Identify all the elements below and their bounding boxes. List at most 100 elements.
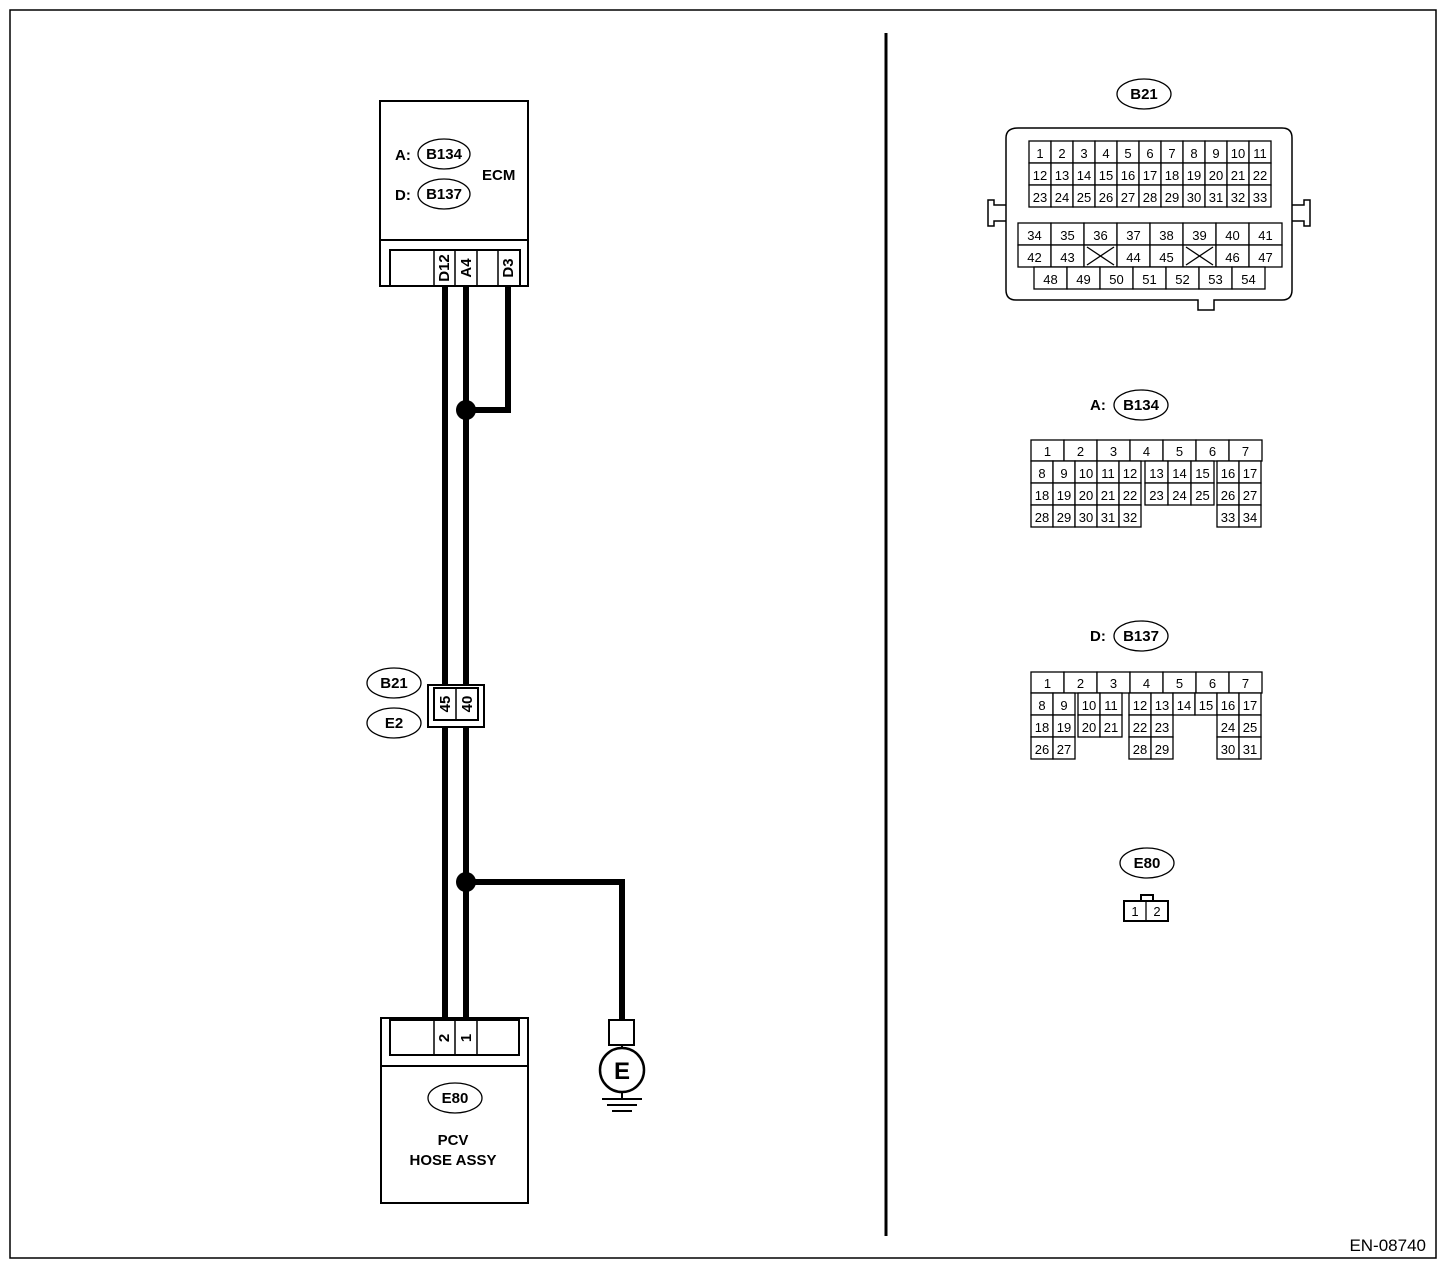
b137-pin-5: 5: [1176, 676, 1183, 691]
ecm-terminal-a4: A4: [458, 258, 475, 278]
b134-pin-8: 8: [1038, 466, 1045, 481]
b137-pin-21: 21: [1104, 720, 1118, 735]
b21-pin-16: 16: [1121, 168, 1135, 183]
b21-pin-28: 28: [1143, 190, 1157, 205]
b137-pin-29: 29: [1155, 742, 1169, 757]
b21-pin-6: 6: [1146, 146, 1153, 161]
b21-pin-24: 24: [1055, 190, 1069, 205]
wires: [442, 286, 625, 1020]
b21-pin-1: 1: [1036, 146, 1043, 161]
joint-pin-45: 45: [437, 696, 454, 713]
b21-pin-29: 29: [1165, 190, 1179, 205]
b21-pin-52: 52: [1175, 272, 1189, 287]
b21-pin-22: 22: [1253, 168, 1267, 183]
b137-pin-23: 23: [1155, 720, 1169, 735]
b21-pin-8: 8: [1190, 146, 1197, 161]
b21-pin-42: 42: [1027, 250, 1041, 265]
ground-symbol: E: [598, 1019, 646, 1112]
b137-pin-7: 7: [1242, 676, 1249, 691]
b134-pin-28: 28: [1035, 510, 1049, 525]
pcv-connector-label: E80: [442, 1090, 469, 1107]
b134-pin-3: 3: [1110, 444, 1117, 459]
b137-pin-6: 6: [1209, 676, 1216, 691]
page-frame: [9, 9, 1437, 1259]
b134-pin-30: 30: [1079, 510, 1093, 525]
b21-pin-45: 45: [1159, 250, 1173, 265]
b21-pin-49: 49: [1076, 272, 1090, 287]
b137-pin-9: 9: [1060, 698, 1067, 713]
b137-pin-15: 15: [1199, 698, 1213, 713]
e80-pin-1: 1: [1131, 904, 1138, 919]
b21-pin-50: 50: [1109, 272, 1123, 287]
b134-pin-32: 32: [1123, 510, 1137, 525]
wire-ground: [466, 879, 625, 1020]
b21-pin-43: 43: [1060, 250, 1074, 265]
b134-pin-14: 14: [1172, 466, 1186, 481]
b21-pin-48: 48: [1043, 272, 1057, 287]
b21-pin-15: 15: [1099, 168, 1113, 183]
pcv-pin-1: 1: [458, 1034, 475, 1042]
b134-pin-29: 29: [1057, 510, 1071, 525]
b137-pin-10: 10: [1082, 698, 1096, 713]
b21-pin-40: 40: [1225, 228, 1239, 243]
ecm-conn-a-prefix: A:: [395, 147, 411, 164]
joint-conn-bottom: E2: [385, 715, 403, 732]
b137-pin-27: 27: [1057, 742, 1071, 757]
b21-pin-46: 46: [1225, 250, 1239, 265]
b137-pin-2: 2: [1077, 676, 1084, 691]
b134-pin-5: 5: [1176, 444, 1183, 459]
b21-pin-38: 38: [1159, 228, 1173, 243]
b134-pin-26: 26: [1221, 488, 1235, 503]
b134-pin-18: 18: [1035, 488, 1049, 503]
connector-e80: E80 1 2: [1119, 847, 1175, 922]
wire-d3: [466, 286, 511, 413]
b137-pin-16: 16: [1221, 698, 1235, 713]
joint-connector: 45 40 B21 E2: [366, 667, 485, 739]
b21-pin-32: 32: [1231, 190, 1245, 205]
b137-pin-12: 12: [1133, 698, 1147, 713]
pcv-pin-2: 2: [436, 1034, 453, 1042]
splice-lower: [456, 872, 476, 892]
b134-pin-12: 12: [1123, 466, 1137, 481]
b21-pin-14: 14: [1077, 168, 1091, 183]
b21-pin-4: 4: [1102, 146, 1109, 161]
splice-upper: [456, 400, 476, 420]
b21-title: B21: [1130, 86, 1158, 103]
e80-pin-2: 2: [1153, 904, 1160, 919]
b21-pin-41: 41: [1258, 228, 1272, 243]
b137-pin-18: 18: [1035, 720, 1049, 735]
pcv-hose-assy: 2 1 E80 PCV HOSE ASSY: [380, 1017, 529, 1204]
b21-pin-27: 27: [1121, 190, 1135, 205]
b21-pin-31: 31: [1209, 190, 1223, 205]
b137-pin-8: 8: [1038, 698, 1045, 713]
b137-pin-24: 24: [1221, 720, 1235, 735]
b137-pin-30: 30: [1221, 742, 1235, 757]
b134-pin-21: 21: [1101, 488, 1115, 503]
b134-prefix: A:: [1090, 397, 1106, 414]
ecm-terminal-d12: D12: [436, 254, 453, 282]
b21-pin-7: 7: [1168, 146, 1175, 161]
ecm-conn-d-label: B137: [426, 186, 462, 203]
b137-pin-22: 22: [1133, 720, 1147, 735]
b137-pin-4: 4: [1143, 676, 1150, 691]
b21-pin-35: 35: [1060, 228, 1074, 243]
b21-pin-44: 44: [1126, 250, 1140, 265]
b137-pin-28: 28: [1133, 742, 1147, 757]
b134-pin-1: 1: [1044, 444, 1051, 459]
b137-pin-25: 25: [1243, 720, 1257, 735]
b137-pin-26: 26: [1035, 742, 1049, 757]
b137-pin-17: 17: [1243, 698, 1257, 713]
b134-pin-23: 23: [1149, 488, 1163, 503]
pcv-name-line2: HOSE ASSY: [410, 1152, 497, 1169]
b137-pin-1: 1: [1044, 676, 1051, 691]
b21-pin-17: 17: [1143, 168, 1157, 183]
b134-pin-34: 34: [1243, 510, 1257, 525]
b134-pin-13: 13: [1149, 466, 1163, 481]
ecm-unit: A: B134 D: B137 ECM D12 A4 D3: [379, 100, 529, 287]
b137-pin-19: 19: [1057, 720, 1071, 735]
b21-pin-25: 25: [1077, 190, 1091, 205]
ecm-name: ECM: [482, 167, 515, 184]
ground-label: E: [614, 1058, 630, 1085]
